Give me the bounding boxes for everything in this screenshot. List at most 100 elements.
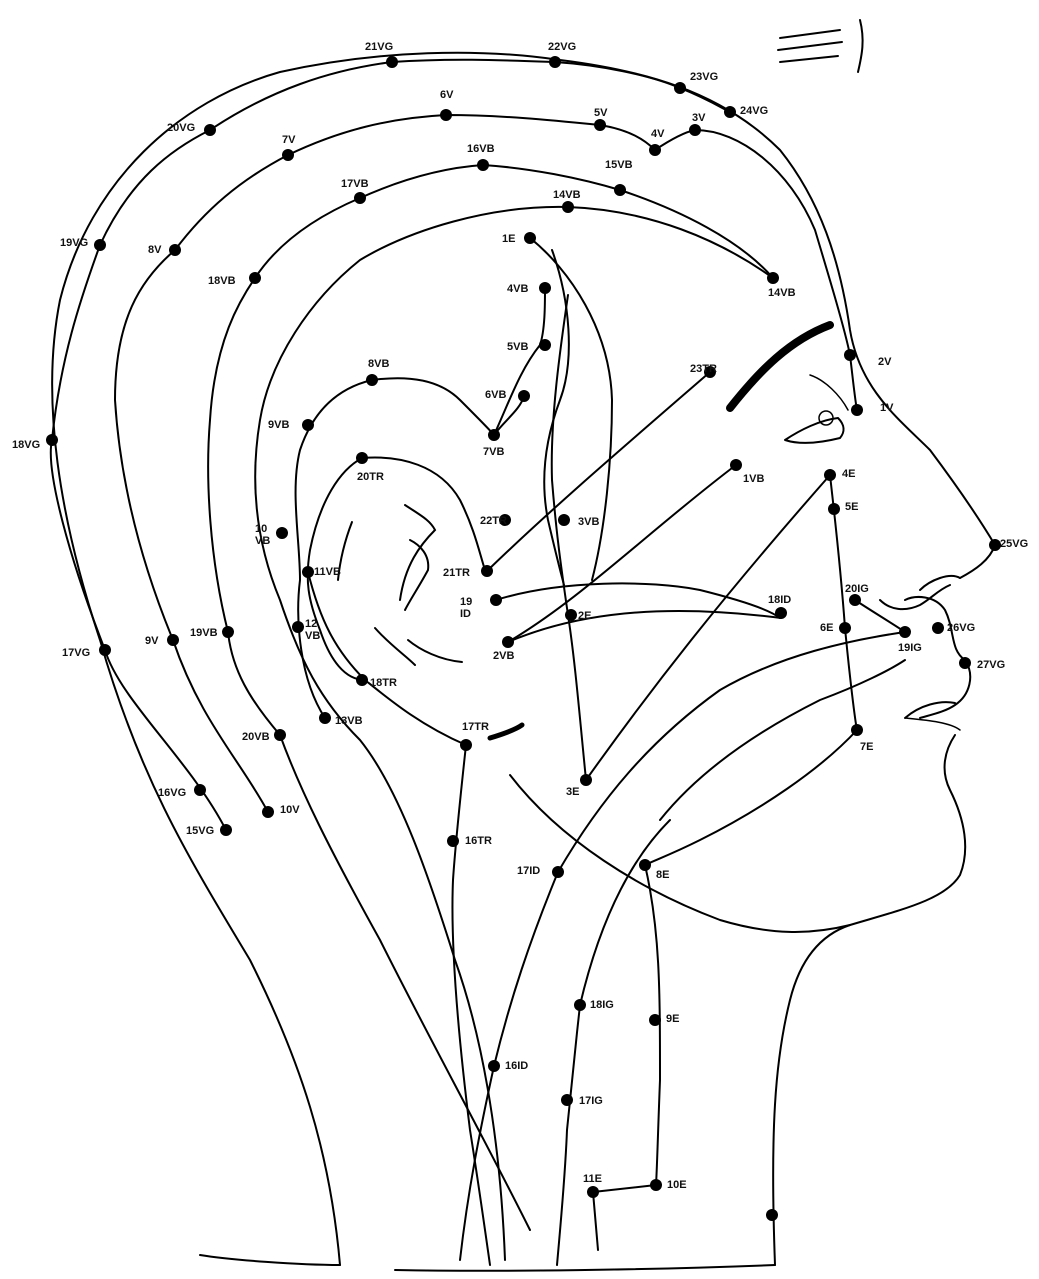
point-label: 5E xyxy=(845,501,858,513)
point-label: 18VB xyxy=(208,275,236,287)
point-18id: 18ID xyxy=(768,594,791,619)
point-marker xyxy=(447,835,459,847)
point-label: 14VB xyxy=(553,189,581,201)
point-label: 8VB xyxy=(368,358,389,370)
point-3e: 3E xyxy=(566,774,592,798)
point-4v: 4V xyxy=(649,128,665,156)
point-24vg: 24VG xyxy=(724,105,768,118)
point-20vg: 20VG xyxy=(167,122,216,136)
point-16tr: 16TR xyxy=(447,835,492,847)
point-7e: 7E xyxy=(851,724,873,753)
point-marker xyxy=(899,626,911,638)
point-label: 24VG xyxy=(740,105,768,117)
point-8v: 8V xyxy=(148,244,181,256)
point-marker xyxy=(639,859,651,871)
point-label: 14VB xyxy=(768,287,796,299)
point-label: 3VB xyxy=(578,516,599,528)
point-marker xyxy=(319,712,331,724)
point-label: 23VG xyxy=(690,71,718,83)
point-label: 18TR xyxy=(370,677,397,689)
point-label: 9VB xyxy=(268,419,289,431)
point-marker xyxy=(539,339,551,351)
point-label: 19VG xyxy=(60,237,88,249)
point-20ig: 20IG xyxy=(845,583,869,606)
point-label: 17VB xyxy=(341,178,369,190)
point-marker xyxy=(767,272,779,284)
point-7v: 7V xyxy=(282,134,296,161)
point-10e: 10E xyxy=(650,1179,687,1191)
point-label: 20TR xyxy=(357,471,384,483)
point-marker xyxy=(356,452,368,464)
point-label: 26VG xyxy=(947,622,975,634)
point-marker xyxy=(549,56,561,68)
point-marker xyxy=(302,419,314,431)
point-marker xyxy=(730,459,742,471)
point-3v: 3V xyxy=(689,112,706,136)
point-label: 20IG xyxy=(845,583,869,595)
point-marker xyxy=(849,594,861,606)
point-marker xyxy=(844,349,856,361)
point-label: 23TR xyxy=(690,363,717,375)
point-3vb: 3VB xyxy=(558,514,599,528)
point-marker xyxy=(766,1209,778,1221)
point-label: 4E xyxy=(842,468,855,480)
point-label: 11E xyxy=(583,1173,602,1185)
point-1v: 1V xyxy=(851,402,894,416)
point-2vb: 2VB xyxy=(493,636,514,662)
point-marker xyxy=(562,201,574,213)
point-marker xyxy=(99,644,111,656)
point-22tr: 22TR xyxy=(480,514,511,527)
point-label: 10V xyxy=(280,804,300,816)
point-label: 7E xyxy=(860,741,873,753)
point-17tr: 17TR xyxy=(460,721,489,751)
point-1e: 1E xyxy=(502,232,536,245)
point-18ig: 18IG xyxy=(574,999,614,1011)
point-19vg: 19VG xyxy=(60,237,106,251)
point-marker xyxy=(959,657,971,669)
point-marker xyxy=(650,1179,662,1191)
point-19id: 19ID xyxy=(460,594,502,620)
point-5v: 5V xyxy=(594,107,608,131)
point-14vb-top: 14VB xyxy=(553,189,581,213)
point-label: 5VB xyxy=(507,341,528,353)
point-label: 27VG xyxy=(977,659,1005,671)
point-marker xyxy=(169,244,181,256)
point-label: 16TR xyxy=(465,835,492,847)
point-12vb: 12VB xyxy=(292,618,320,642)
point-16id: 16ID xyxy=(488,1060,528,1072)
point-label: 2E xyxy=(578,610,591,622)
point-label: 9E xyxy=(666,1013,679,1025)
meridian-lines xyxy=(51,20,995,1271)
point-17ig: 17IG xyxy=(561,1094,603,1107)
point-label: 5V xyxy=(594,107,608,119)
point-19ig: 19IG xyxy=(898,626,922,654)
point-label: 4V xyxy=(651,128,665,140)
point-21tr: 21TR xyxy=(443,565,493,579)
point-marker xyxy=(851,724,863,736)
point-label: 11VB xyxy=(314,566,341,578)
point-2e: 2E xyxy=(565,609,591,622)
point-neck-front xyxy=(766,1209,778,1221)
point-label: 17ID xyxy=(517,865,540,877)
point-16vg: 16VG xyxy=(158,784,206,799)
point-label: 22TR xyxy=(480,515,507,527)
point-marker xyxy=(561,1094,573,1106)
point-marker xyxy=(614,184,626,196)
point-marker xyxy=(649,1014,661,1026)
point-marker xyxy=(481,565,493,577)
point-marker xyxy=(824,469,836,481)
point-1vb: 1VB xyxy=(730,459,764,485)
point-11e: 11E xyxy=(583,1173,602,1198)
point-marker xyxy=(518,390,530,402)
point-label: 6E xyxy=(820,622,833,634)
point-marker xyxy=(249,272,261,284)
point-marker xyxy=(502,636,514,648)
point-label: 2VB xyxy=(493,650,514,662)
point-marker xyxy=(851,404,863,416)
point-marker xyxy=(460,739,472,751)
point-label: 17VG xyxy=(62,647,90,659)
point-label: 15VG xyxy=(186,825,214,837)
point-marker xyxy=(440,109,452,121)
point-label: 7V xyxy=(282,134,296,146)
